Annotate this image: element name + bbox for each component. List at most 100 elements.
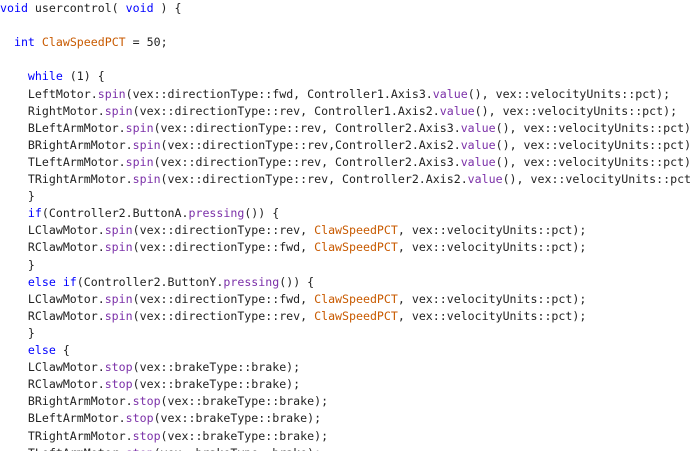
- token-function-name: spin: [104, 223, 133, 238]
- token-code-text: (), vex::velocityUnits::pct);: [495, 154, 690, 169]
- code-line[interactable]: if(Controller2.ButtonA.pressing()) {: [0, 205, 279, 222]
- token-code-text: LClawMotor.: [0, 360, 105, 375]
- code-line[interactable]: else {: [0, 342, 70, 359]
- token-code-text: }: [0, 325, 35, 340]
- token-function-name: spin: [97, 86, 126, 101]
- token-code-text: RightMotor.: [0, 103, 105, 118]
- token-function-name: spin: [104, 103, 133, 118]
- token-code-text: (1) {: [62, 69, 105, 84]
- token-variable-name: ClawSpeedPCT: [314, 223, 398, 238]
- token-code-text: }: [0, 189, 35, 204]
- token-code-text: (vex::brakeType::brake);: [160, 428, 329, 443]
- token-code-text: (vex::directionType::rev,: [132, 308, 315, 323]
- token-code-text: [0, 206, 28, 220]
- code-line[interactable]: BLeftArmMotor.spin(vex::directionType::r…: [0, 120, 690, 137]
- token-code-text: [0, 35, 14, 49]
- token-keyword: void: [125, 1, 154, 15]
- token-function-name: value: [460, 154, 496, 169]
- token-code-text: , vex::velocityUnits::pct);: [397, 291, 587, 306]
- token-function-name: stop: [132, 394, 161, 409]
- token-code-text: RClawMotor.: [0, 308, 105, 323]
- token-function-name: spin: [104, 291, 133, 306]
- token-variable-name: ClawSpeedPCT: [314, 291, 398, 306]
- token-code-text: usercontrol(: [27, 1, 126, 15]
- token-keyword: else if: [27, 274, 77, 289]
- token-function-name: stop: [132, 428, 161, 443]
- code-line[interactable]: LClawMotor.spin(vex::directionType::rev,…: [0, 222, 586, 239]
- token-function-name: stop: [104, 360, 133, 375]
- code-line[interactable]: RClawMotor.stop(vex::brakeType::brake);: [0, 376, 300, 393]
- code-line[interactable]: BRightArmMotor.spin(vex::directionType::…: [0, 137, 690, 154]
- token-code-text: BLeftArmMotor.: [0, 120, 126, 135]
- token-code-text: {: [55, 343, 70, 357]
- token-code-text: (Controller2.ButtonA.: [41, 206, 189, 221]
- token-keyword: void: [0, 1, 28, 15]
- token-function-name: spin: [104, 308, 133, 323]
- token-code-text: (), vex::velocityUnits::pct);: [467, 86, 671, 101]
- code-line[interactable]: BRightArmMotor.stop(vex::brakeType::brak…: [0, 393, 328, 410]
- token-code-text: RClawMotor.: [0, 240, 105, 255]
- code-line[interactable]: LeftMotor.spin(vex::directionType::fwd, …: [0, 86, 670, 103]
- code-line[interactable]: RClawMotor.spin(vex::directionType::fwd,…: [0, 239, 586, 256]
- code-line[interactable]: TLeftArmMotor.stop(vex::brakeType::brake…: [0, 445, 321, 451]
- token-code-text: (vex::directionType::fwd,: [132, 291, 315, 306]
- token-code-text: TRightArmMotor.: [0, 172, 133, 186]
- token-code-text: (vex::directionType::rev,: [132, 223, 315, 238]
- token-function-name: stop: [126, 446, 154, 451]
- code-line[interactable]: TRightArmMotor.spin(vex::directionType::…: [0, 171, 690, 188]
- code-line[interactable]: }: [0, 325, 35, 342]
- code-line[interactable]: TRightArmMotor.stop(vex::brakeType::brak…: [0, 428, 328, 445]
- token-code-text: TLeftArmMotor.: [0, 154, 126, 169]
- token-code-text: (vex::directionType::rev, Controller2.Ax…: [153, 154, 461, 169]
- token-code-text: (vex::directionType::fwd,: [132, 240, 315, 255]
- token-code-text: (vex::brakeType::brake);: [132, 360, 301, 375]
- token-keyword: else: [27, 343, 56, 357]
- token-variable-name: ClawSpeedPCT: [314, 240, 398, 255]
- token-function-name: spin: [132, 172, 161, 186]
- token-code-text: ()) {: [244, 206, 280, 221]
- token-function-name: spin: [125, 154, 154, 169]
- token-code-text: BRightArmMotor.: [0, 137, 133, 152]
- token-function-name: pressing: [188, 206, 245, 221]
- token-code-text: (), vex::velocityUnits::pct);: [502, 172, 690, 186]
- token-code-text: LClawMotor.: [0, 223, 105, 238]
- token-code-text: = 50;: [125, 35, 168, 50]
- code-line[interactable]: LClawMotor.spin(vex::directionType::fwd,…: [0, 291, 586, 308]
- code-line[interactable]: RClawMotor.spin(vex::directionType::rev,…: [0, 308, 586, 325]
- code-line[interactable]: void usercontrol( void ) {: [0, 0, 182, 17]
- token-variable-name: ClawSpeedPCT: [314, 308, 398, 323]
- token-code-text: ()) {: [279, 274, 315, 289]
- code-line[interactable]: TLeftArmMotor.spin(vex::directionType::r…: [0, 154, 690, 171]
- code-line[interactable]: }: [0, 188, 35, 205]
- token-code-text: [0, 69, 28, 83]
- token-code-text: BRightArmMotor.: [0, 394, 133, 409]
- code-line[interactable]: while (1) {: [0, 68, 105, 85]
- token-code-text: (vex::directionType::rev,Controller2.Axi…: [160, 137, 461, 152]
- token-code-text: BLeftArmMotor.: [0, 411, 126, 426]
- token-function-name: value: [432, 86, 468, 101]
- token-variable-name: ClawSpeedPCT: [34, 35, 126, 50]
- token-code-text: (vex::brakeType::brake);: [160, 394, 329, 409]
- token-keyword: int: [13, 35, 35, 50]
- token-code-text: ) {: [153, 1, 182, 15]
- token-function-name: stop: [104, 377, 133, 392]
- code-line[interactable]: else if(Controller2.ButtonY.pressing()) …: [0, 274, 314, 291]
- token-function-name: value: [467, 172, 503, 186]
- token-code-text: , vex::velocityUnits::pct);: [397, 240, 587, 255]
- token-keyword: if: [27, 206, 42, 221]
- token-code-text: TRightArmMotor.: [0, 428, 133, 443]
- code-line[interactable]: int ClawSpeedPCT = 50;: [0, 34, 168, 51]
- code-line[interactable]: RightMotor.spin(vex::directionType::rev,…: [0, 103, 677, 120]
- token-code-text: (vex::directionType::rev, Controller2.Ax…: [153, 120, 461, 135]
- token-function-name: value: [460, 120, 496, 135]
- token-code-text: (), vex::velocityUnits::pct);: [495, 137, 690, 152]
- token-code-text: LeftMotor.: [0, 86, 98, 101]
- token-code-text: , vex::velocityUnits::pct);: [397, 308, 587, 323]
- token-code-text: (), vex::velocityUnits::pct);: [474, 103, 678, 118]
- code-line[interactable]: BLeftArmMotor.stop(vex::brakeType::brake…: [0, 410, 321, 427]
- code-line[interactable]: }: [0, 257, 35, 274]
- token-function-name: spin: [104, 240, 133, 255]
- token-function-name: pressing: [223, 274, 280, 289]
- code-line[interactable]: LClawMotor.stop(vex::brakeType::brake);: [0, 359, 300, 376]
